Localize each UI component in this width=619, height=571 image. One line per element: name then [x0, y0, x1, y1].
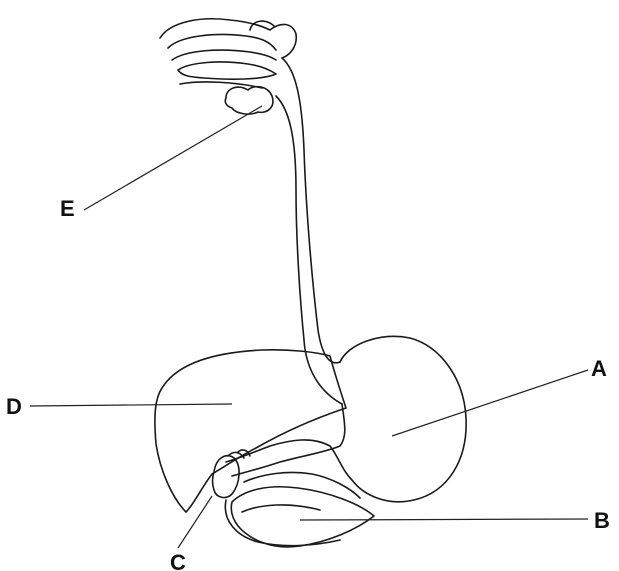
- label-b: B: [594, 508, 610, 533]
- leader-line-c: [178, 496, 212, 548]
- palate-outline: [172, 50, 276, 60]
- pancreas: [225, 472, 374, 546]
- gallbladder: [213, 450, 251, 498]
- leader-line-a: [392, 370, 588, 436]
- label-e: E: [60, 196, 75, 221]
- lower-jaw-outline: [180, 82, 262, 88]
- pancreas-outline: [231, 487, 374, 547]
- label-a: A: [591, 356, 607, 381]
- pancreas-inner-line: [242, 505, 320, 512]
- tongue-outline: [178, 62, 276, 79]
- esophagus-left-wall: [276, 96, 342, 404]
- label-d: D: [6, 394, 22, 419]
- leader-line-d: [30, 404, 232, 406]
- leader-line-e: [84, 106, 262, 210]
- gland-outline: [225, 87, 273, 114]
- upper-jaw-outline: [160, 19, 296, 58]
- mouth-region: [160, 19, 296, 114]
- leader-line-b: [300, 519, 588, 520]
- liver-outline: [155, 350, 346, 512]
- label-c: C: [170, 550, 186, 571]
- nasal-cavity-outline: [168, 35, 276, 51]
- nasal-bump: [250, 21, 274, 30]
- liver: [155, 350, 346, 512]
- duodenum-loop: [225, 500, 340, 546]
- stomach-outline: [226, 336, 466, 501]
- pancreas-upper-lobe: [244, 472, 360, 498]
- esophagus-right-wall: [282, 58, 340, 363]
- stomach: [226, 336, 466, 501]
